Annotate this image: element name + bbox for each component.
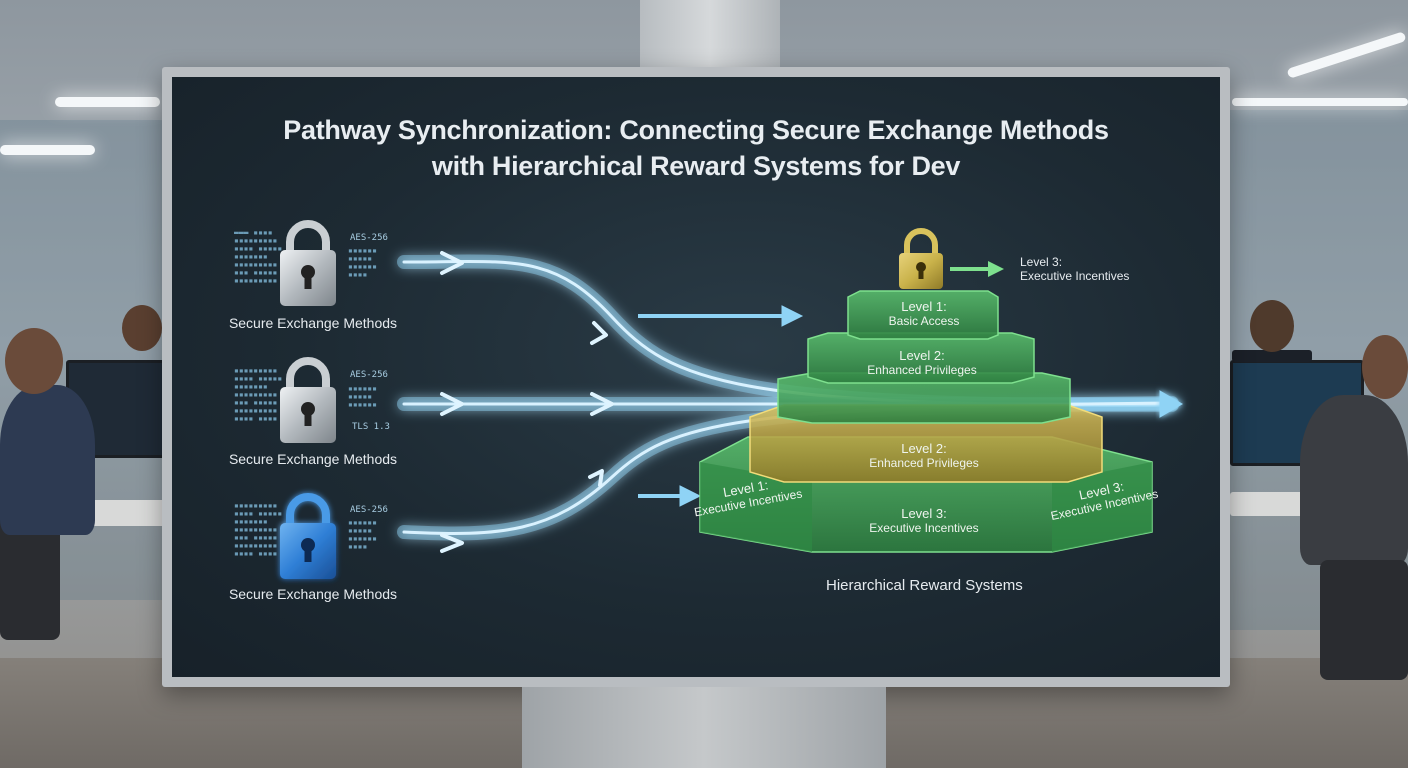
- chevron-icon: [590, 392, 614, 416]
- lock-algo-label: AES-256: [350, 505, 388, 515]
- ceiling-light: [55, 97, 160, 107]
- lock-icon: [280, 220, 336, 306]
- side-arrows: [638, 305, 1183, 507]
- display-stand: [522, 687, 886, 768]
- tier-top: [847, 290, 999, 340]
- lock-algo-label: AES-256: [350, 370, 388, 380]
- diagram-title-line-1: Pathway Synchronization: Connecting Secu…: [283, 115, 1109, 145]
- top-callout-text: Executive Incentives: [1020, 269, 1130, 283]
- diagram-screen: Pathway Synchronization: Connecting Secu…: [172, 77, 1220, 677]
- arrow-head-icon: [679, 485, 702, 507]
- lock-label: Secure Exchange Methods: [228, 451, 398, 467]
- person-head: [1362, 335, 1408, 399]
- diagram-title-line-2: with Hierarchical Reward Systems for Dev: [431, 151, 961, 181]
- tier-level: Level 2:: [899, 348, 945, 363]
- code-snippet: ▪▪▪▪▪▪ ▪▪▪▪▪ ▪▪▪▪▪▪: [348, 384, 377, 409]
- person-head: [122, 305, 162, 351]
- code-snippet: ▪▪▪▪▪▪ ▪▪▪▪▪ ▪▪▪▪▪▪ ▪▪▪▪: [348, 518, 377, 551]
- code-snippet: ▪▪▪▪▪▪ ▪▪▪▪▪ ▪▪▪▪▪▪ ▪▪▪▪: [348, 246, 377, 279]
- tier-text: Basic Access: [888, 314, 960, 328]
- background-monitor: [1232, 350, 1312, 362]
- tier-text: Enhanced Privileges: [869, 456, 979, 470]
- chevron-icon: [440, 251, 464, 275]
- lock-algo-label: AES-256: [350, 233, 388, 243]
- tier-bottom-right-face: [1052, 462, 1152, 552]
- code-snippet: ▪▪▪▪▪▪▪▪▪ ▪▪▪▪ ▪▪▪▪▪ ▪▪▪▪▪▪▪ ▪▪▪▪▪▪▪▪▪ ▪…: [234, 366, 283, 423]
- office-chair: [1320, 560, 1408, 680]
- reward-pyramid: [699, 228, 1153, 553]
- tier-label: Level 3: Executive Incentives: [832, 506, 1016, 536]
- tier-text: Enhanced Privileges: [867, 363, 977, 377]
- chevron-icon: [588, 469, 604, 487]
- top-lock-icon: [899, 228, 943, 289]
- ceiling-light: [1232, 98, 1408, 106]
- path-chevrons: [440, 251, 614, 553]
- tier-level: Level 3:: [901, 506, 947, 521]
- lock-icon-blue: [280, 493, 336, 579]
- flow-diagram: [280, 220, 1183, 579]
- arrow-head-icon: [781, 305, 804, 327]
- ceiling-light: [0, 145, 95, 155]
- person: [0, 385, 95, 535]
- chevron-icon: [590, 321, 608, 345]
- lock-label: Secure Exchange Methods: [228, 315, 398, 331]
- tier-label: Level 1: Basic Access: [862, 299, 986, 329]
- code-snippet: ▬▬▬ ▪▪▪▪ ▪▪▪▪▪▪▪▪▪ ▪▪▪▪ ▪▪▪▪▪ ▪▪▪▪▪▪▪ ▪▪…: [234, 228, 283, 285]
- code-snippet: ▪▪▪▪▪▪▪▪▪ ▪▪▪▪ ▪▪▪▪▪ ▪▪▪▪▪▪▪ ▪▪▪▪▪▪▪▪▪ ▪…: [234, 501, 283, 558]
- top-callout-arrow-head-icon: [988, 261, 1004, 277]
- tier-bottom-left-face: [700, 462, 812, 552]
- ceiling-light: [1286, 31, 1407, 79]
- top-callout: Level 3: Executive Incentives: [1020, 255, 1129, 283]
- chevron-icon: [440, 392, 464, 416]
- tier-text: Executive Incentives: [869, 521, 979, 535]
- pyramid-caption: Hierarchical Reward Systems: [826, 577, 1023, 594]
- output-arrow-head-icon: [1159, 390, 1183, 418]
- tier-label: Level 2: Enhanced Privileges: [840, 348, 1004, 378]
- lock-icon: [280, 357, 336, 443]
- person: [1300, 395, 1408, 565]
- tier-level: Level 2:: [901, 441, 947, 456]
- person-head: [1250, 300, 1294, 352]
- top-callout-level: Level 3:: [1020, 255, 1063, 269]
- tier-label: Level 2: Enhanced Privileges: [832, 441, 1016, 471]
- lock-label: Secure Exchange Methods: [228, 586, 398, 602]
- tier-level: Level 1:: [901, 299, 947, 314]
- chevron-icon: [440, 533, 464, 553]
- person-head: [5, 328, 63, 394]
- lock-algo-label: TLS 1.3: [352, 422, 390, 432]
